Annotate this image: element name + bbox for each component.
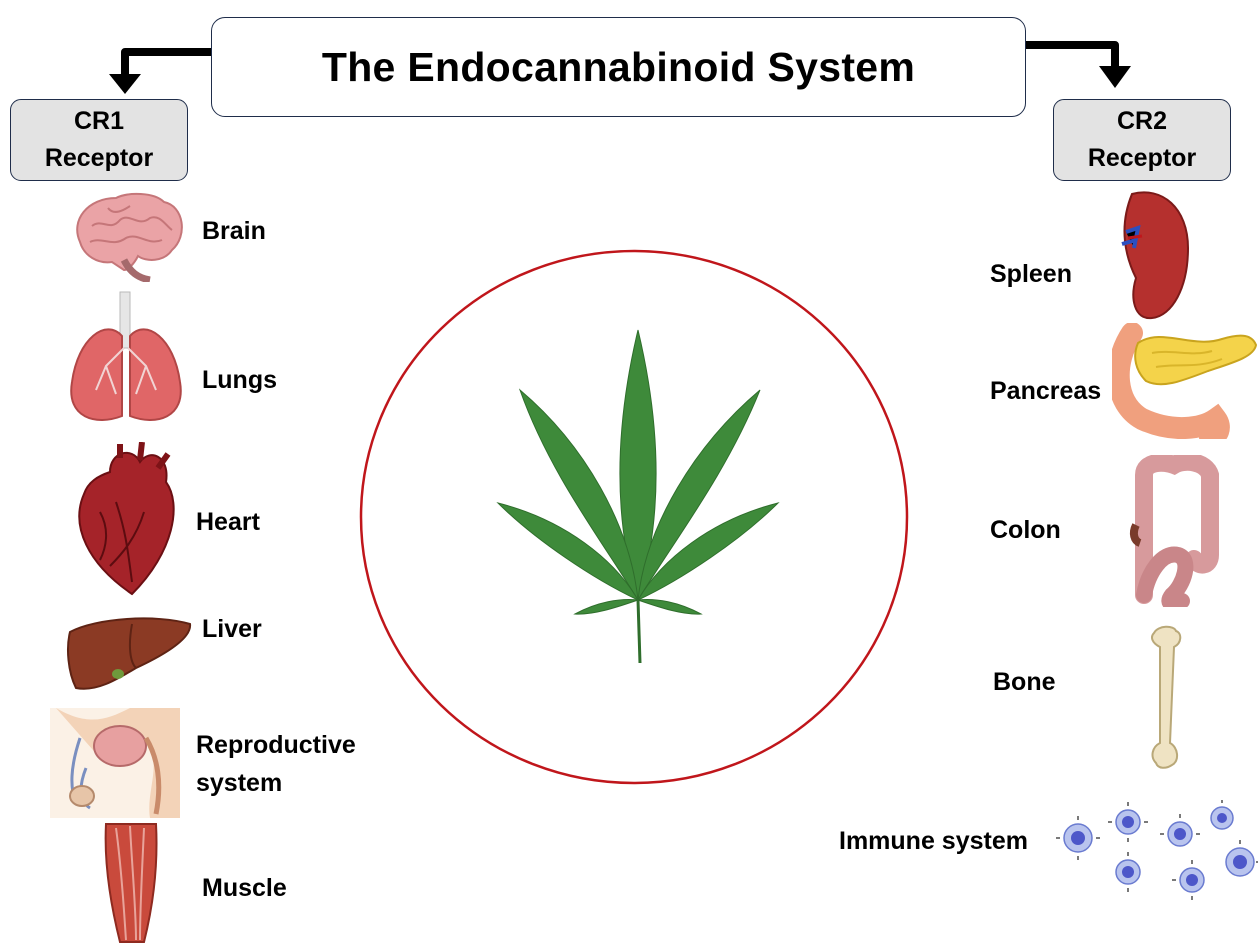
label-brain: Brain — [202, 212, 266, 250]
heart-icon — [70, 442, 182, 598]
title-box: The Endocannabinoid System — [211, 17, 1026, 117]
cr2-receptor-word: Receptor — [1088, 140, 1196, 177]
label-liver: Liver — [202, 610, 262, 648]
label-reproductive: Reproductive — [196, 726, 356, 764]
page-title: The Endocannabinoid System — [322, 44, 915, 91]
muscle-icon — [100, 822, 164, 943]
bone-icon — [1148, 625, 1188, 769]
label-spleen: Spleen — [990, 255, 1072, 293]
label-lungs: Lungs — [202, 361, 277, 399]
cr1-receptor-word: Receptor — [45, 140, 153, 177]
cr2-receptor-box: CR2 Receptor — [1053, 99, 1231, 181]
label-pancreas: Pancreas — [990, 372, 1101, 410]
label-colon: Colon — [990, 511, 1061, 549]
label-heart: Heart — [196, 503, 260, 541]
cr1-label: CR1 — [74, 103, 124, 140]
label-muscle: Muscle — [202, 869, 287, 907]
pancreas-icon — [1112, 323, 1259, 439]
colon-icon — [1124, 455, 1224, 607]
cannabis-leaf-icon — [495, 325, 785, 665]
arrowhead-cr2 — [1099, 66, 1131, 88]
liver-icon — [66, 612, 194, 696]
brain-icon — [68, 190, 186, 282]
immune-cells-icon — [1052, 798, 1259, 908]
label-immune-system: Immune system — [839, 822, 1028, 860]
spleen-icon — [1112, 188, 1192, 322]
arrow-to-cr2 — [1026, 45, 1115, 68]
reproductive-system-icon — [50, 708, 180, 818]
label-reproductive-system: system — [196, 764, 282, 802]
cr2-label: CR2 — [1117, 103, 1167, 140]
cr1-receptor-box: CR1 Receptor — [10, 99, 188, 181]
arrowhead-cr1 — [109, 74, 141, 94]
lungs-icon — [66, 290, 186, 432]
label-bone: Bone — [993, 663, 1056, 701]
